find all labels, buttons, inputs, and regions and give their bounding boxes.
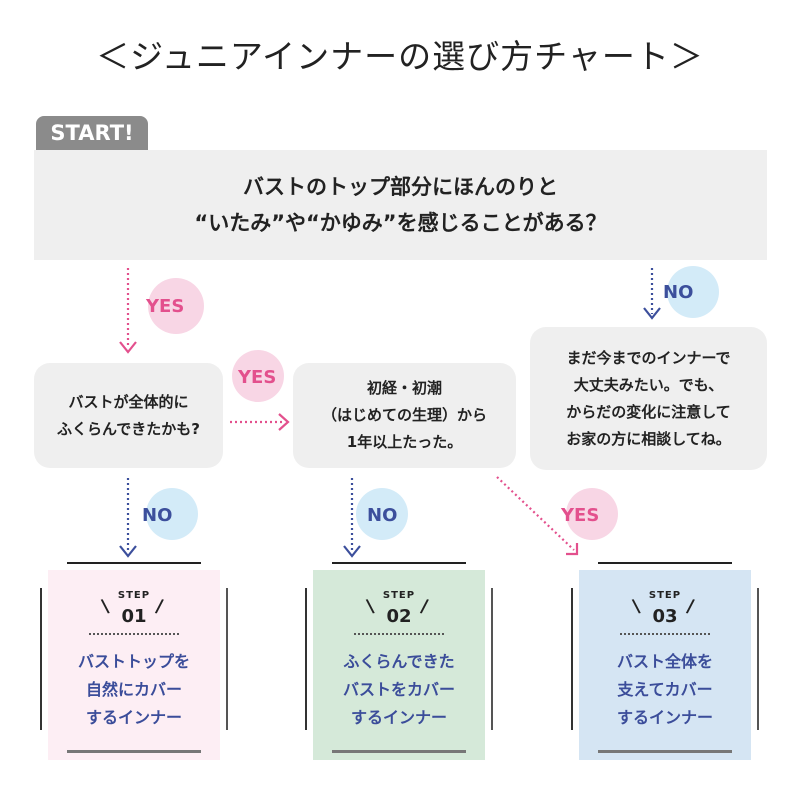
step-divider bbox=[89, 633, 179, 635]
no-label-3: NO bbox=[367, 505, 398, 526]
box3-line-2: 大丈夫みたい。でも、 bbox=[573, 375, 724, 394]
step-description: ふくらんできた バストをカバー するインナー bbox=[313, 648, 485, 732]
step-description: バスト全体を 支えてカバー するインナー bbox=[579, 648, 751, 732]
box2-line-1: 初経・初潮 bbox=[366, 379, 442, 397]
step-label: STEP bbox=[382, 590, 416, 601]
question-box-bust-growth: バストが全体的に ふくらんできたかも? bbox=[34, 363, 223, 468]
box3-line-4: お家の方に相談してね。 bbox=[566, 429, 731, 448]
yes-label-3: YES bbox=[561, 505, 600, 526]
box2-line-3: 1年以上たった。 bbox=[346, 433, 463, 451]
question-line-2: “いたみ”や“かゆみ”を感じることがある？ bbox=[194, 211, 607, 235]
yes-label-1: YES bbox=[146, 296, 185, 317]
box2-line-2: （はじめての生理）から bbox=[321, 406, 487, 424]
step-label: STEP bbox=[648, 590, 682, 601]
card-side-rule-left bbox=[571, 588, 573, 730]
step-description-line: するインナー bbox=[616, 708, 713, 727]
step-description-line: するインナー bbox=[85, 708, 182, 727]
step-description-line: バスト全体を bbox=[616, 652, 713, 671]
no-label-1: NO bbox=[663, 282, 694, 303]
card-side-rule-right bbox=[226, 588, 228, 730]
no-label-2: NO bbox=[142, 505, 173, 526]
box1-line-2: ふくらんできたかも? bbox=[57, 419, 200, 438]
card-bottom-rule bbox=[67, 750, 201, 753]
question-box-menarche: 初経・初潮 （はじめての生理）から 1年以上たった。 bbox=[293, 363, 516, 468]
start-tab: START! bbox=[36, 116, 148, 150]
arrowhead-yes-3 bbox=[566, 543, 579, 556]
card-top-rule bbox=[332, 562, 466, 564]
arrowhead-yes-1 bbox=[119, 341, 137, 354]
yes-circle-1 bbox=[148, 278, 204, 334]
arrowhead-no-1 bbox=[643, 307, 661, 320]
no-circle-2 bbox=[146, 488, 198, 540]
arrowhead-no-3 bbox=[343, 545, 361, 558]
step-card-03: STEP \ / 03 バスト全体を 支えてカバー するインナー bbox=[579, 570, 751, 760]
card-side-rule-left bbox=[305, 588, 307, 730]
step-card-02: STEP \ / 02 ふくらんできた バストをカバー するインナー bbox=[313, 570, 485, 760]
yes-label-2: YES bbox=[238, 367, 277, 388]
step-description-line: バストをカバー bbox=[342, 680, 455, 699]
arrowhead-no-2 bbox=[119, 545, 137, 558]
card-top-rule bbox=[67, 562, 201, 564]
card-side-rule-left bbox=[40, 588, 42, 730]
step-description-line: ふくらんできた bbox=[343, 652, 455, 671]
box3-line-3: からだの変化に注意して bbox=[566, 402, 731, 421]
step-divider bbox=[354, 633, 444, 635]
step-description-line: 自然にカバー bbox=[85, 680, 182, 699]
card-bottom-rule bbox=[598, 750, 732, 753]
step-number: 03 bbox=[652, 606, 678, 627]
yes-circle-3 bbox=[566, 488, 618, 540]
yes-circle-2 bbox=[232, 350, 284, 402]
card-bottom-rule bbox=[332, 750, 466, 753]
step-label: STEP bbox=[117, 590, 151, 601]
card-side-rule-right bbox=[757, 588, 759, 730]
arrowhead-yes-2 bbox=[278, 413, 290, 431]
result-box-current-inner: まだ今までのインナーで 大丈夫みたい。でも、 からだの変化に注意して お家の方に… bbox=[530, 327, 767, 470]
step-divider bbox=[620, 633, 710, 635]
no-circle-1 bbox=[667, 266, 719, 318]
question-line-1: バストのトップ部分にほんのりと bbox=[243, 175, 558, 199]
step-number: 02 bbox=[386, 606, 412, 627]
chart-title: ＜ジュニアインナーの選び方チャート＞ bbox=[96, 37, 704, 76]
no-circle-3 bbox=[356, 488, 408, 540]
card-side-rule-right bbox=[491, 588, 493, 730]
step-number: 01 bbox=[121, 606, 147, 627]
step-card-01: STEP \ / 01 バストトップを 自然にカバー するインナー bbox=[48, 570, 220, 760]
step-description-line: するインナー bbox=[350, 708, 447, 727]
card-top-rule bbox=[598, 562, 732, 564]
start-question-box: バストのトップ部分にほんのりと “いたみ”や“かゆみ”を感じることがある？ bbox=[34, 150, 767, 260]
box3-line-1: まだ今までのインナーで bbox=[566, 348, 731, 367]
step-description-line: バストトップを bbox=[77, 652, 190, 671]
box1-line-1: バストが全体的に bbox=[68, 392, 189, 411]
step-description: バストトップを 自然にカバー するインナー bbox=[48, 648, 220, 732]
step-description-line: 支えてカバー bbox=[617, 680, 713, 699]
